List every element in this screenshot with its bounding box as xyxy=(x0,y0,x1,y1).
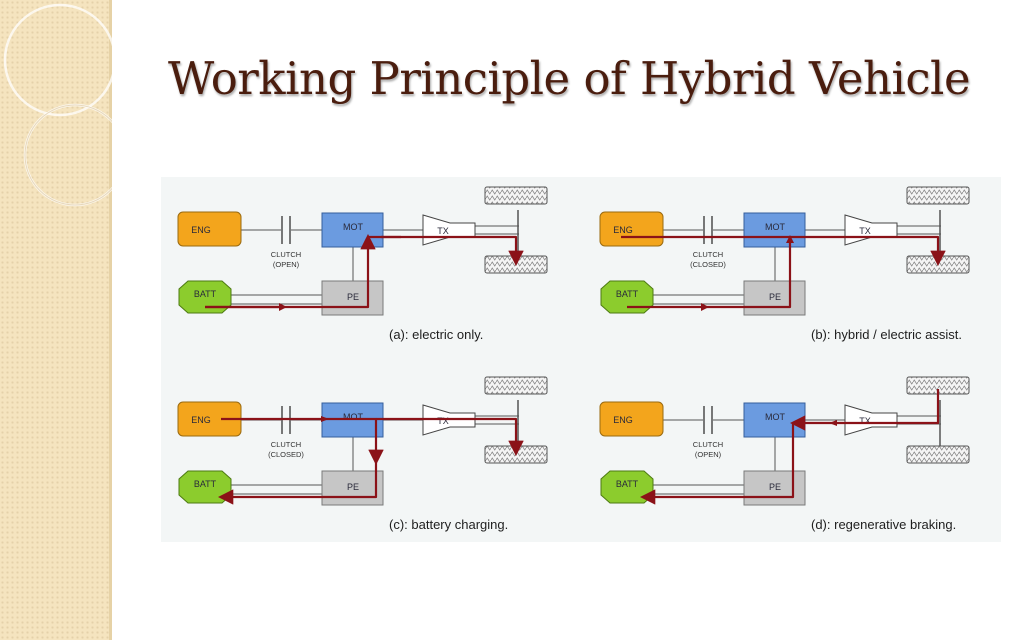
power-flow-arrow xyxy=(368,235,524,267)
transmission-block xyxy=(844,214,898,246)
transmission-label: TX xyxy=(437,226,449,236)
panel-caption: (a): electric only. xyxy=(389,327,483,342)
power-flow-arrow xyxy=(376,417,524,457)
power-electronics-label: PE xyxy=(769,292,781,302)
power-flow-arrow xyxy=(205,233,376,309)
battery-label: BATT xyxy=(616,479,639,489)
engine-label: ENG xyxy=(613,225,633,235)
motor-label: MOT xyxy=(343,222,363,232)
panel-caption: (c): battery charging. xyxy=(389,517,508,532)
decorative-rings xyxy=(3,3,112,207)
motor-label: MOT xyxy=(343,412,363,422)
flow-arrowhead xyxy=(829,420,837,426)
decorative-sidebar xyxy=(0,0,112,640)
battery-block xyxy=(178,280,232,314)
transmission-label: TX xyxy=(859,416,871,426)
flow-arrowhead xyxy=(786,235,794,243)
power-electronics-block xyxy=(321,280,384,316)
panel-a: CLUTCH(OPEN) ENG BATT MOT PE TX (a): electric … xyxy=(177,186,548,342)
transmission-label: TX xyxy=(437,416,449,426)
clutch-state-label: (CLOSED) xyxy=(268,450,304,459)
engine-label: ENG xyxy=(191,225,211,235)
front-wheel xyxy=(906,186,970,205)
front-wheel xyxy=(484,376,548,395)
transmission-block xyxy=(844,404,898,436)
front-wheel xyxy=(484,186,548,205)
power-flow-arrow xyxy=(639,423,795,505)
panel-caption: (b): hybrid / electric assist. xyxy=(811,327,962,342)
motor-label: MOT xyxy=(765,222,785,232)
clutch-label: CLUTCH xyxy=(271,440,301,449)
clutch-label: CLUTCH xyxy=(271,250,301,259)
power-electronics-label: PE xyxy=(347,292,359,302)
power-flow-arrow xyxy=(789,389,940,431)
flow-arrowhead xyxy=(321,416,329,422)
motor-label: MOT xyxy=(765,412,785,422)
transmission-block xyxy=(422,214,476,246)
engine-block xyxy=(599,401,664,437)
power-flow-line xyxy=(627,239,792,309)
clutch-state-label: (CLOSED) xyxy=(690,260,726,269)
rear-wheel xyxy=(906,445,970,464)
flow-arrowhead xyxy=(701,303,709,311)
battery-block xyxy=(600,280,654,314)
power-flow-arrow xyxy=(621,235,946,267)
slide-title: Working Principle of Hybrid Vehicle xyxy=(168,52,971,105)
engine-label: ENG xyxy=(613,415,633,425)
panel-b: CLUTCH(CLOSED) ENG BATT MOT PE TX (b): hybrid … xyxy=(599,186,970,342)
clutch-label: CLUTCH xyxy=(693,440,723,449)
panel-c: CLUTCH(CLOSED) ENG BATT MOT PE TX (c): battery… xyxy=(177,376,548,532)
power-flow-arrow xyxy=(217,462,378,505)
panel-d: CLUTCH(OPEN) ENG BATT MOT PE TX (d): regenerat… xyxy=(599,376,970,532)
clutch-state-label: (OPEN) xyxy=(273,260,300,269)
power-electronics-block xyxy=(743,280,806,316)
clutch-state-label: (OPEN) xyxy=(695,450,722,459)
power-electronics-block xyxy=(321,470,384,506)
panel-caption: (d): regenerative braking. xyxy=(811,517,956,532)
clutch-label: CLUTCH xyxy=(693,250,723,259)
battery-label: BATT xyxy=(616,289,639,299)
transmission-label: TX xyxy=(859,226,871,236)
battery-label: BATT xyxy=(194,479,217,489)
engine-block xyxy=(177,211,242,247)
power-electronics-label: PE xyxy=(347,482,359,492)
motor-block xyxy=(743,212,806,248)
engine-label: ENG xyxy=(191,415,211,425)
power-electronics-label: PE xyxy=(769,482,781,492)
power-electronics-block xyxy=(743,470,806,506)
battery-label: BATT xyxy=(194,289,217,299)
